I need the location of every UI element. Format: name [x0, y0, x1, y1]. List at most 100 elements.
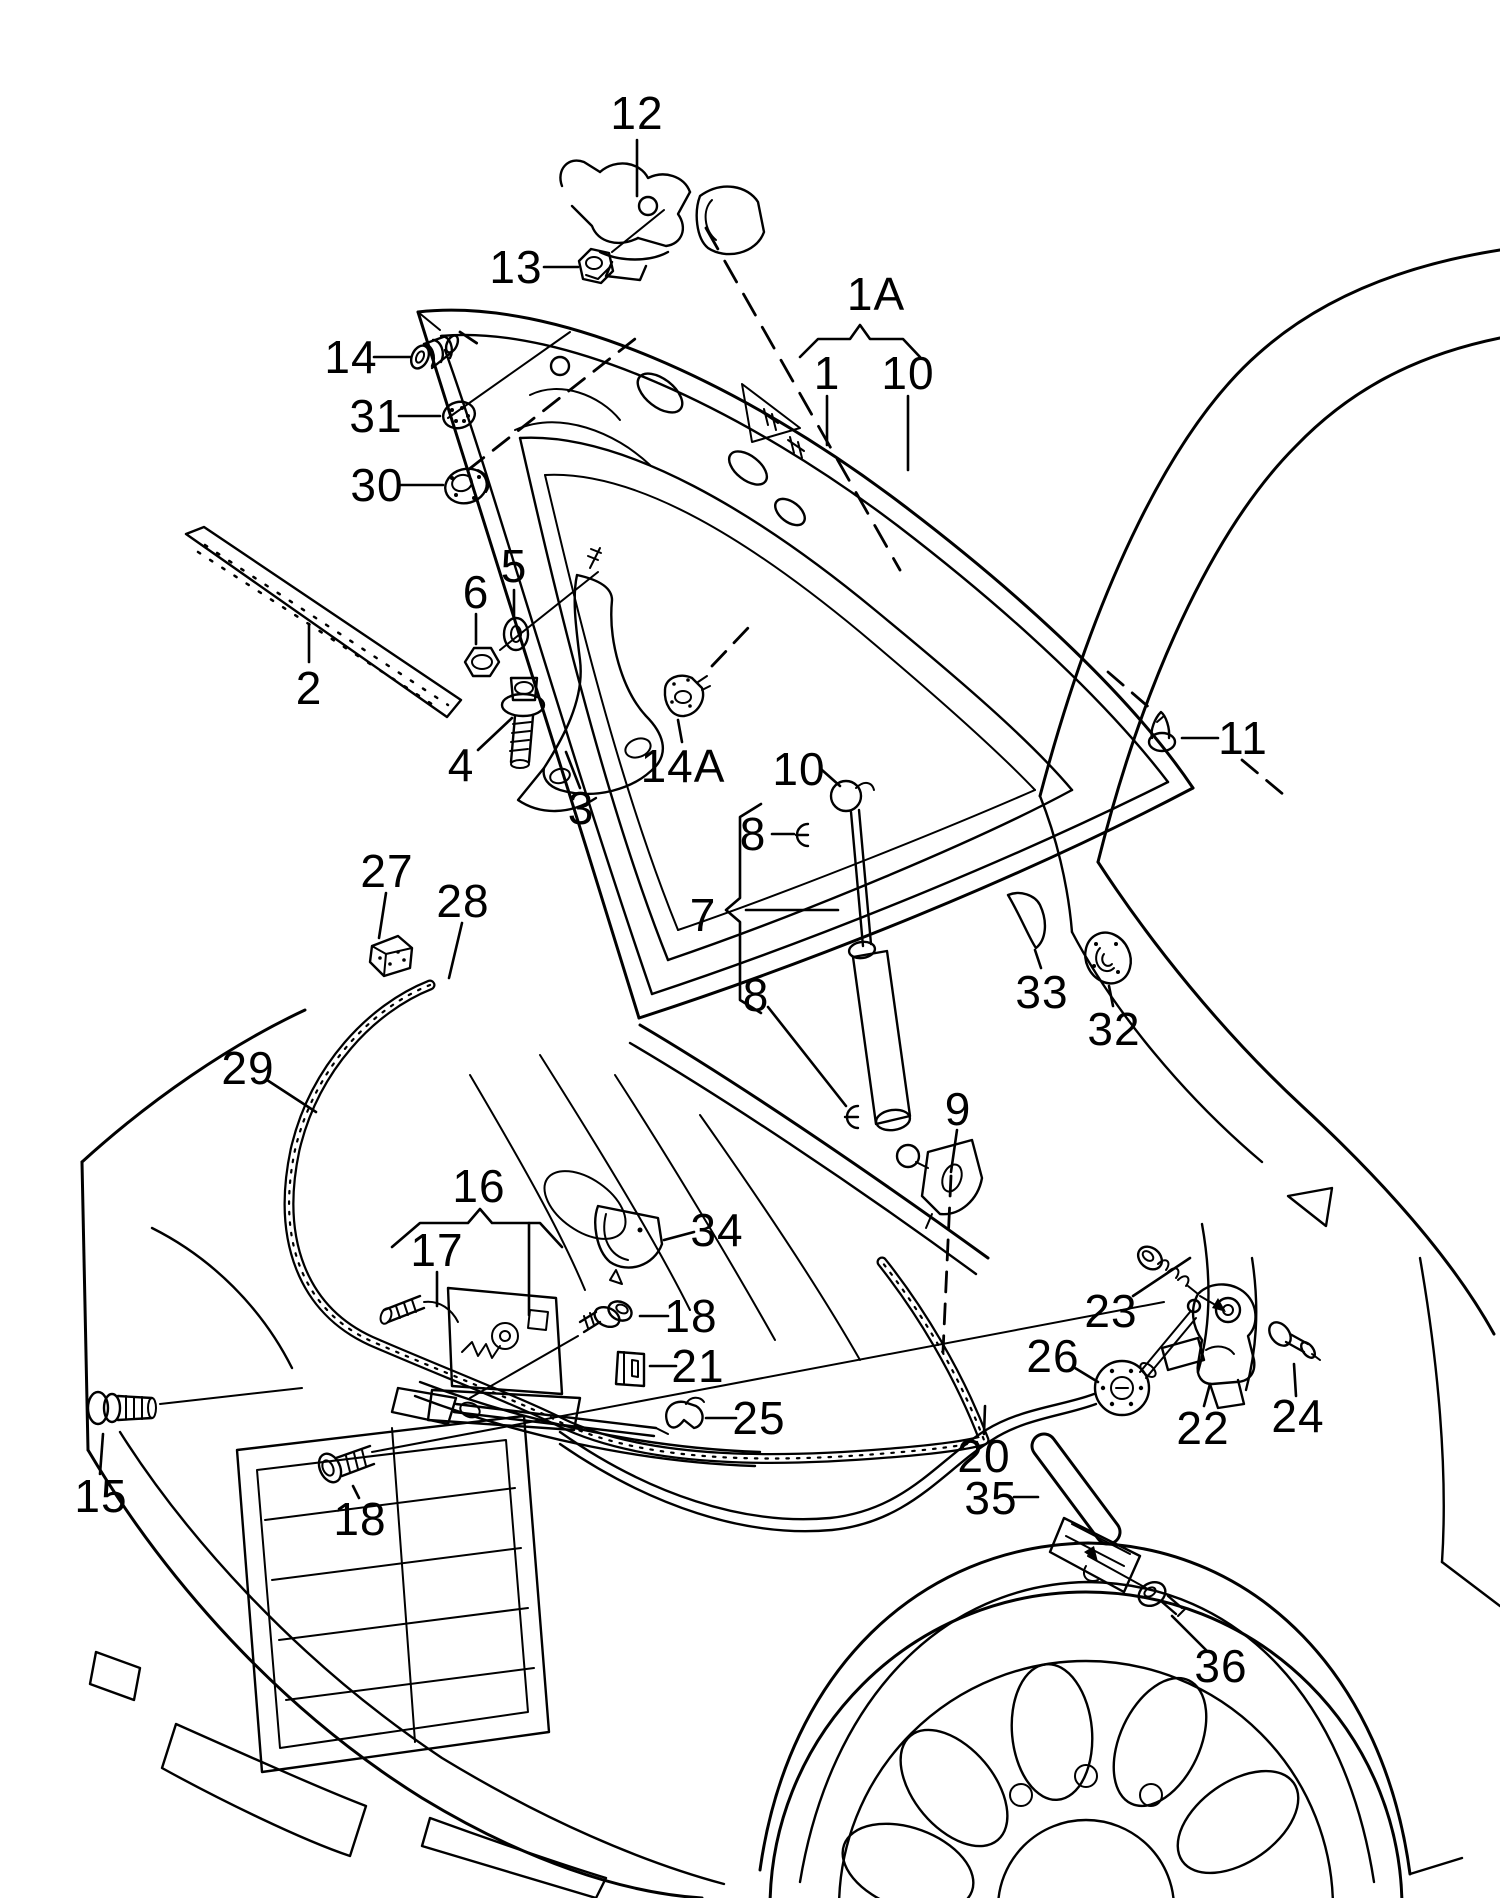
part-callout-14A[interactable]: 14A	[641, 743, 726, 789]
strut-mount-part-9	[895, 1138, 984, 1229]
part-number-label: 9	[944, 1083, 972, 1135]
part-callout-20[interactable]: 20	[957, 1433, 1010, 1479]
part-callout-10b[interactable]: 10	[772, 746, 825, 792]
part-callout-11[interactable]: 11	[1218, 715, 1268, 761]
part-number-label: 33	[1015, 966, 1069, 1018]
part-callout-14[interactable]: 14	[324, 334, 377, 380]
part-number-label: 12	[610, 87, 664, 139]
part-number-label: 16	[452, 1160, 506, 1212]
part-number-label: 35	[964, 1472, 1018, 1524]
grommet-part-30	[444, 467, 490, 505]
part-callout-22[interactable]: 22	[1176, 1405, 1229, 1451]
grommet-part-32	[1084, 931, 1132, 985]
assembly-dash-lines	[447, 226, 1292, 1354]
part-number-label: 8	[742, 969, 770, 1021]
part-number-label: 3	[567, 782, 595, 834]
part-number-label: 21	[671, 1340, 725, 1392]
part-callout-15[interactable]: 15	[74, 1473, 127, 1519]
part-number-label: 2	[295, 662, 323, 714]
part-callout-17[interactable]: 17	[410, 1227, 463, 1273]
part-callout-1A[interactable]: 1A	[847, 271, 905, 317]
part-number-label: 18	[333, 1493, 387, 1545]
part-callout-27[interactable]: 27	[360, 848, 413, 894]
part-callout-26[interactable]: 26	[1026, 1333, 1079, 1379]
part-callout-30[interactable]: 30	[350, 462, 403, 508]
part-callout-1[interactable]: 1	[814, 350, 841, 396]
buffer-part-14A	[663, 674, 711, 718]
part-callout-32[interactable]: 32	[1087, 1006, 1140, 1052]
part-callout-25[interactable]: 25	[732, 1395, 785, 1441]
part-callout-35[interactable]: 35	[964, 1475, 1017, 1521]
part-callout-2[interactable]: 2	[296, 665, 323, 711]
bolt-part-18-lower	[317, 1301, 1165, 1484]
part-number-label: 25	[732, 1392, 786, 1444]
bolt-part-4	[500, 676, 546, 769]
car-body	[758, 248, 1500, 1898]
part-number-label: 7	[689, 889, 717, 941]
handle-part-35	[1030, 1432, 1147, 1594]
part-number-label: 32	[1087, 1003, 1141, 1055]
hood-panel	[416, 308, 1195, 1020]
seal-strip-part-2	[184, 525, 463, 719]
strut-group-7	[794, 779, 912, 1132]
part-number-label: 14	[324, 331, 378, 383]
part-callout-4[interactable]: 4	[448, 742, 475, 788]
bolt-part-15	[86, 1387, 303, 1426]
part-number-label: 24	[1271, 1390, 1325, 1442]
part-callout-8b[interactable]: 8	[743, 972, 770, 1018]
part-number-label: 26	[1026, 1330, 1080, 1382]
part-number-label: 29	[221, 1042, 275, 1094]
part-callout-21[interactable]: 21	[671, 1343, 724, 1389]
part-callout-9[interactable]: 9	[945, 1086, 972, 1132]
part-callout-16[interactable]: 16	[452, 1163, 505, 1209]
part-number-label: 8	[739, 808, 767, 860]
part-callout-10a[interactable]: 10	[881, 350, 934, 396]
part-number-label: 18	[664, 1290, 718, 1342]
part-number-label: 13	[489, 241, 543, 293]
part-callout-18b[interactable]: 18	[333, 1496, 386, 1542]
part-callout-13[interactable]: 13	[489, 244, 542, 290]
part-callout-33[interactable]: 33	[1015, 969, 1068, 1015]
part-callout-3[interactable]: 3	[568, 785, 595, 831]
lock-group-16	[379, 1286, 669, 1438]
washer-part-5	[499, 571, 599, 652]
part-number-label: 36	[1194, 1640, 1248, 1692]
pad-part-27	[368, 934, 414, 978]
part-callout-24[interactable]: 24	[1271, 1393, 1324, 1439]
part-number-label: 6	[462, 566, 490, 618]
release-cable-part-20	[558, 1298, 1202, 1533]
part-number-label: 11	[1218, 712, 1268, 764]
part-callout-8a[interactable]: 8	[740, 811, 767, 857]
clip-part-21	[614, 1350, 646, 1388]
part-callout-6[interactable]: 6	[463, 569, 490, 615]
part-callout-34[interactable]: 34	[690, 1207, 743, 1253]
part-number-label: 15	[74, 1470, 128, 1522]
part-number-label: 1	[813, 347, 841, 399]
part-callout-23[interactable]: 23	[1084, 1288, 1137, 1334]
part-number-label: 27	[360, 845, 414, 897]
part-number-label: 5	[500, 540, 528, 592]
part-number-label: 10	[881, 347, 935, 399]
part-number-label: 23	[1084, 1285, 1138, 1337]
engine-bay	[80, 979, 990, 1898]
pin-part-36	[1137, 1580, 1187, 1617]
part-callout-36[interactable]: 36	[1194, 1643, 1247, 1689]
part-callout-7[interactable]: 7	[690, 892, 717, 938]
part-callout-28[interactable]: 28	[436, 878, 489, 924]
part-callout-29[interactable]: 29	[221, 1045, 274, 1091]
part-number-label: 10	[772, 743, 826, 795]
bolt-part-18-upper	[469, 1300, 633, 1399]
pin-part-24	[1268, 1321, 1321, 1361]
part-number-label: 31	[349, 390, 403, 442]
part-number-label: 30	[350, 459, 404, 511]
part-callout-12[interactable]: 12	[610, 90, 663, 136]
part-callout-31[interactable]: 31	[349, 393, 402, 439]
part-callout-18a[interactable]: 18	[664, 1293, 717, 1339]
part-callout-5[interactable]: 5	[501, 543, 528, 589]
latch-part-12	[559, 159, 766, 282]
part-number-label: 28	[436, 875, 490, 927]
buffer-part-14	[409, 334, 460, 370]
nut-part-6	[463, 646, 501, 678]
part-number-label: 4	[447, 739, 475, 791]
